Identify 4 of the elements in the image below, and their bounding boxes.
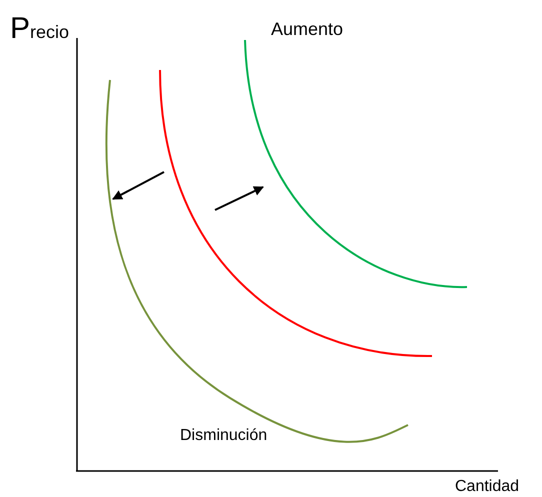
axis-label: Precio	[10, 14, 70, 44]
curve-label: Disminución	[180, 428, 268, 444]
axis-label: Cantidad	[455, 479, 520, 495]
curve-label: Aumento	[271, 20, 344, 38]
